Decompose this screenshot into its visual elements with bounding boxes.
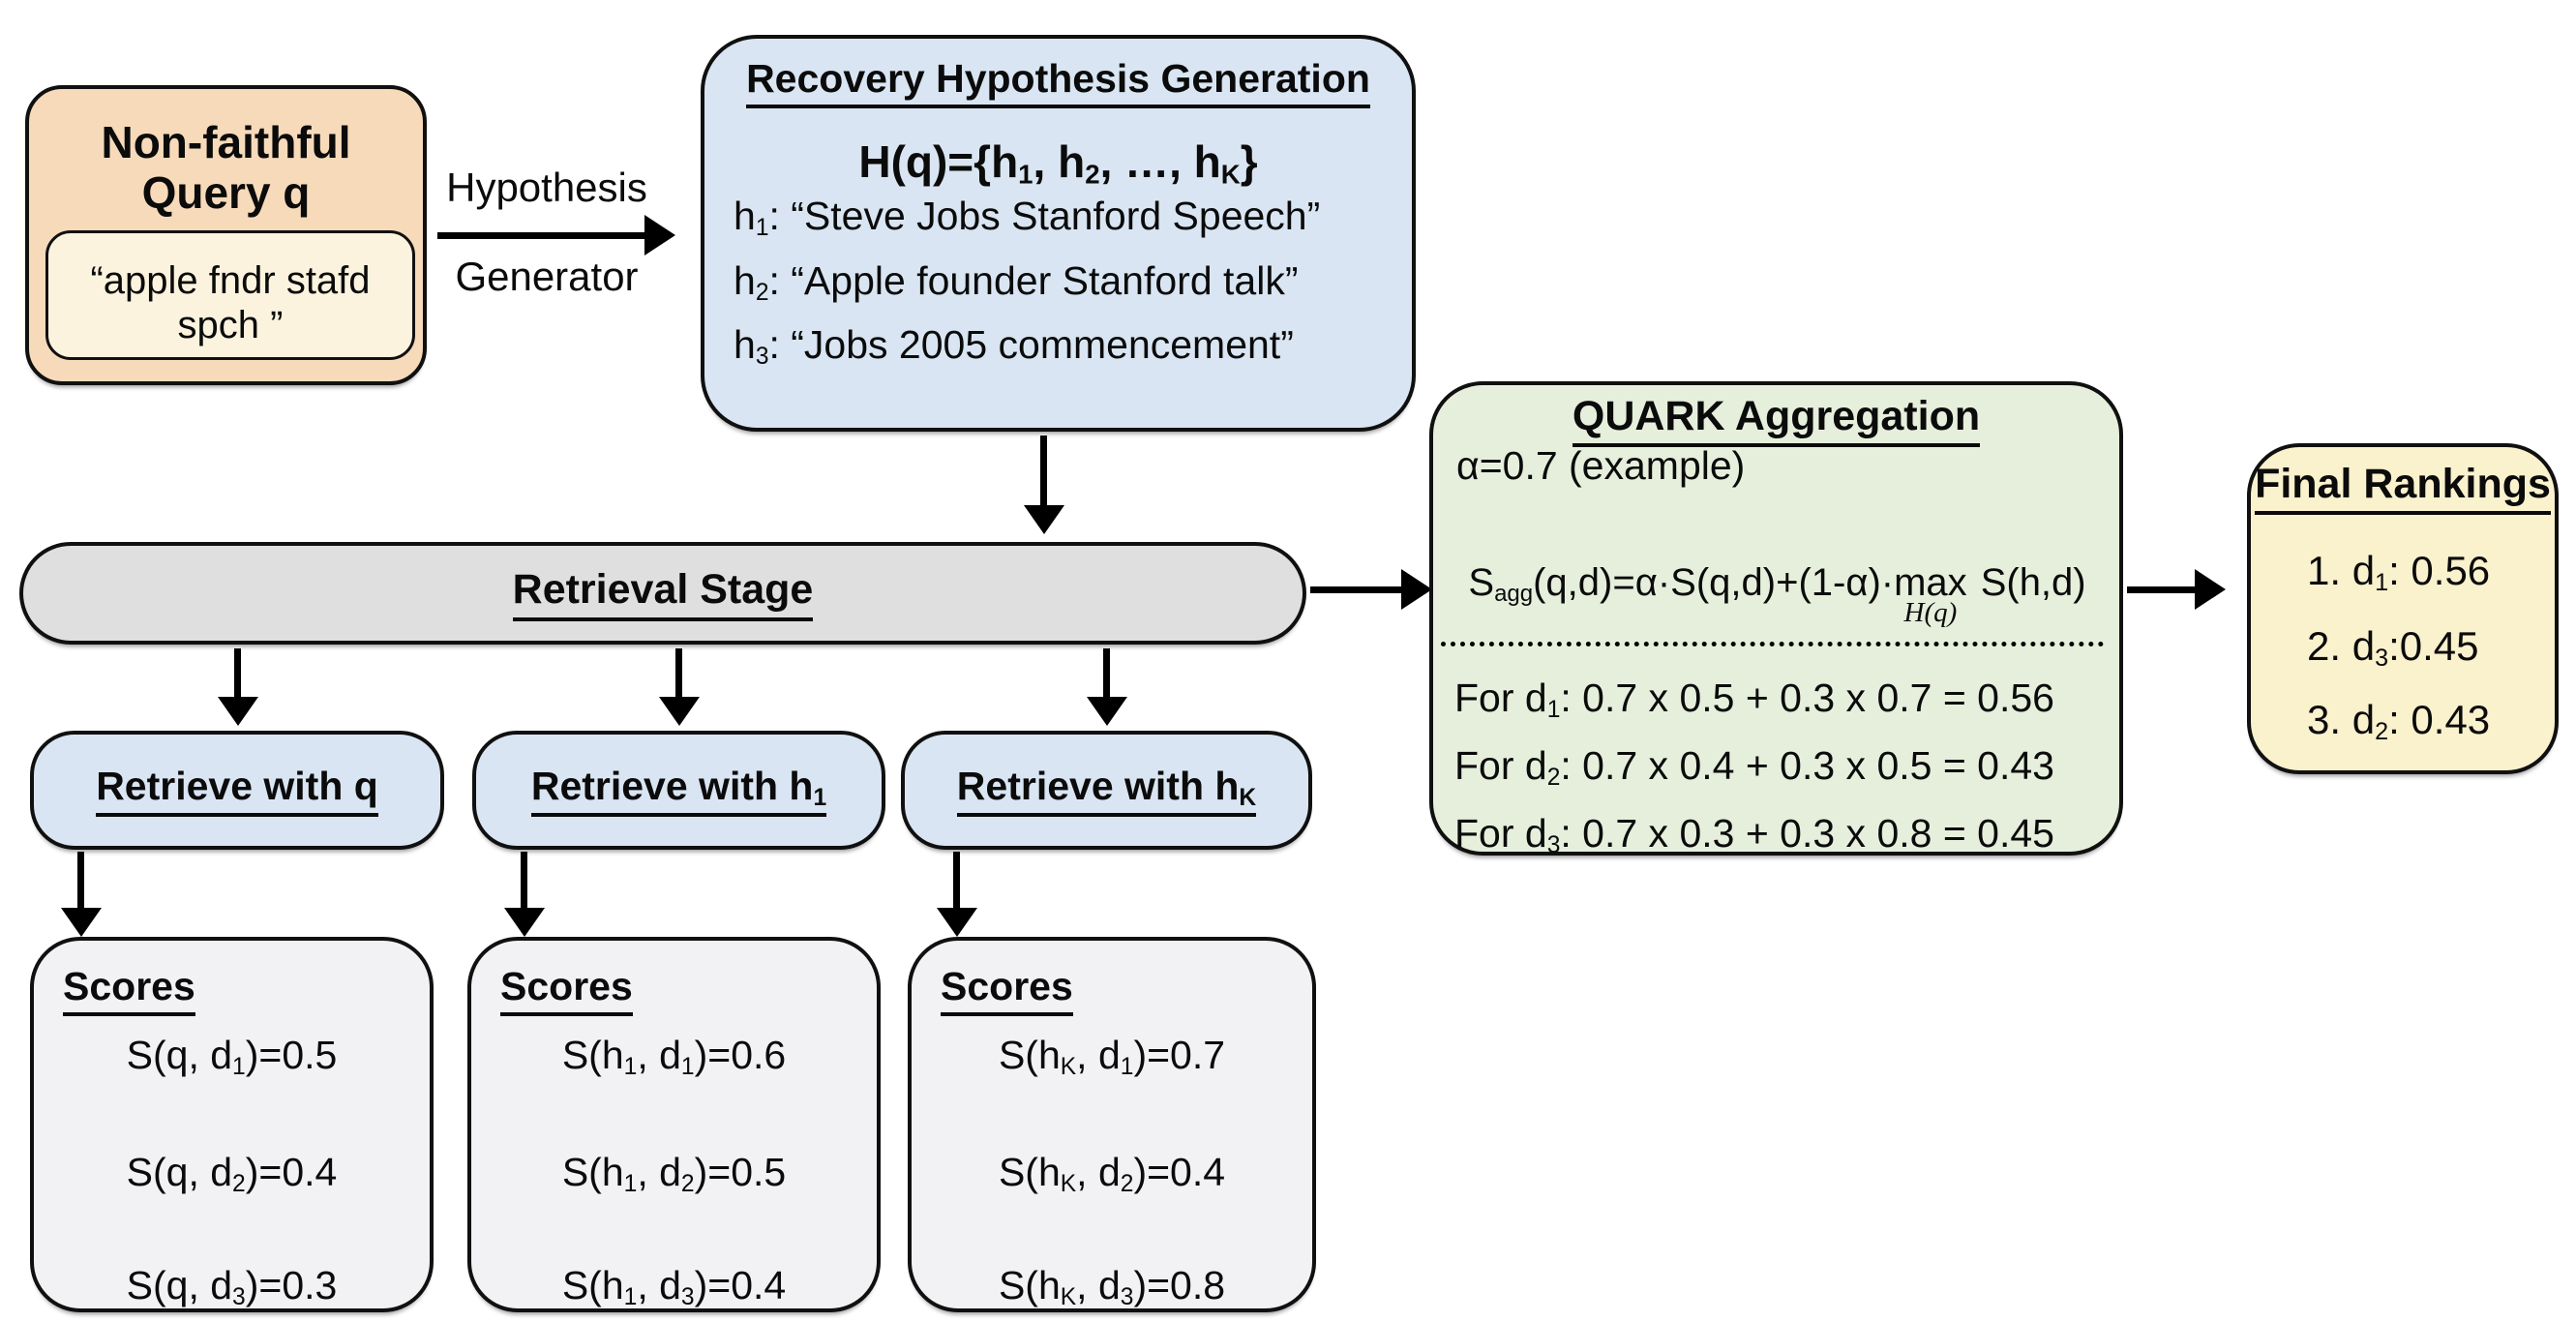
- retrieval-stage-bar: Retrieval Stage: [19, 542, 1306, 645]
- score-line: S(q, d3)=0.3: [126, 1263, 338, 1310]
- recovery-hypothesis-title: Recovery Hypothesis Generation: [704, 56, 1412, 108]
- retrieve3-to-scores-arrow-stem: [953, 852, 960, 908]
- retrieve3-to-scores-arrow-head: [937, 908, 977, 937]
- quark-formula-post: S(h,d): [1980, 561, 2086, 604]
- bar-to-retrieve2-arrow-stem: [675, 648, 682, 701]
- retrieve1-to-scores-arrow-stem: [77, 852, 84, 908]
- hypothesis-item-2: h2: “Apple founder Stanford talk”: [734, 258, 1299, 306]
- retrieve-with-q-box: Retrieve with q: [30, 731, 444, 850]
- score-line: S(q, d1)=0.5: [126, 1033, 338, 1080]
- score-line: S(h1, d1)=0.6: [561, 1033, 787, 1080]
- quark-to-final-arrow-stem: [2127, 586, 2199, 593]
- scores-title: Scores: [941, 964, 1073, 1016]
- scores-title: Scores: [63, 964, 195, 1016]
- retrieve2-to-scores-arrow-head: [504, 908, 545, 937]
- score-line: S(hK, d2)=0.4: [998, 1150, 1226, 1197]
- final-rank-1: 1. d1: 0.56: [2307, 548, 2491, 597]
- scores-box-q: Scores S(q, d1)=0.5 S(q, d2)=0.4 S(q, d3…: [30, 937, 434, 1312]
- bar-to-quark-arrow-head: [1401, 569, 1432, 610]
- retrieve-with-hk-label: Retrieve with hK: [956, 764, 1257, 817]
- bar-to-retrieve1-arrow-stem: [234, 648, 241, 701]
- hypothesis-arrow-label-top: Hypothesis: [446, 165, 647, 210]
- quark-max-underscript: H(q): [1903, 597, 1958, 628]
- bar-to-retrieve1-arrow-head: [218, 697, 258, 726]
- hypothesis-arrow-label-bottom: Generator: [455, 254, 639, 299]
- recovery-hypothesis-box: Recovery Hypothesis Generation H(q)={h1,…: [701, 35, 1416, 432]
- final-rankings-title: Final Rankings: [2251, 461, 2555, 515]
- quark-formula-pre: Sagg(q,d)=α·S(q,d)+(1-α)·: [1468, 561, 1895, 607]
- retrieve-with-hk-box: Retrieve with hK: [901, 731, 1312, 850]
- quark-aggregation-box: QUARK Aggregation α=0.7 (example) Sagg(q…: [1429, 381, 2123, 858]
- bar-to-retrieve2-arrow-head: [659, 697, 700, 726]
- retrieve-with-q-label: Retrieve with q: [96, 764, 378, 817]
- query-box-title: Non-faithful Query q: [101, 117, 351, 218]
- bar-to-retrieve3-arrow-stem: [1103, 648, 1110, 701]
- hypothesis-item-3: h3: “Jobs 2005 commencement”: [734, 322, 1294, 370]
- bar-to-retrieve3-arrow-head: [1087, 697, 1127, 726]
- score-line: S(h1, d3)=0.4: [561, 1263, 787, 1310]
- quark-example-d2: For d2: 0.7 x 0.4 + 0.3 x 0.5 = 0.43: [1454, 743, 2054, 791]
- quark-example-d3: For d3: 0.7 x 0.3 + 0.3 x 0.8 = 0.45: [1454, 811, 2054, 858]
- scores-title: Scores: [500, 964, 633, 1016]
- final-rank-2: 2. d3:0.45: [2307, 623, 2479, 673]
- quark-alpha-line: α=0.7 (example): [1456, 443, 1746, 488]
- hypbox-to-bar-arrow-stem: [1040, 436, 1047, 505]
- retrieve1-to-scores-arrow-head: [61, 908, 102, 937]
- retrieval-stage-label: Retrieval Stage: [512, 566, 814, 621]
- hypothesis-set-formula: H(q)={h1, h2, …, hK}: [858, 136, 1258, 190]
- score-line: S(q, d2)=0.4: [126, 1150, 338, 1197]
- query-text-box: “apple fndr stafd spch ”: [45, 230, 415, 360]
- final-rank-3: 3. d2: 0.43: [2307, 697, 2491, 746]
- hypothesis-arrow-head: [644, 215, 675, 255]
- hypothesis-arrow-stem: [437, 232, 646, 239]
- retrieve-with-h1-box: Retrieve with h1: [472, 731, 885, 850]
- final-rankings-box: Final Rankings 1. d1: 0.56 2. d3:0.45 3.…: [2247, 443, 2559, 774]
- retrieve2-to-scores-arrow-stem: [521, 852, 527, 908]
- scores-box-h1: Scores S(h1, d1)=0.6 S(h1, d2)=0.5 S(h1,…: [467, 937, 881, 1312]
- score-line: S(hK, d1)=0.7: [998, 1033, 1226, 1080]
- score-line: S(hK, d3)=0.8: [998, 1263, 1226, 1310]
- retrieve-with-h1-label: Retrieve with h1: [530, 764, 827, 817]
- quark-example-d1: For d1: 0.7 x 0.5 + 0.3 x 0.7 = 0.56: [1454, 676, 2054, 723]
- hypothesis-item-1: h1: “Steve Jobs Stanford Speech”: [734, 194, 1321, 241]
- quark-divider: [1441, 642, 2104, 646]
- non-faithful-query-box: Non-faithful Query q “apple fndr stafd s…: [25, 85, 427, 385]
- query-text: “apple fndr stafd spch ”: [90, 259, 371, 346]
- quark-to-final-arrow-head: [2195, 569, 2226, 610]
- score-line: S(h1, d2)=0.5: [561, 1150, 787, 1197]
- bar-to-quark-arrow-stem: [1310, 586, 1405, 593]
- scores-box-hk: Scores S(hK, d1)=0.7 S(hK, d2)=0.4 S(hK,…: [908, 937, 1316, 1312]
- quark-title: QUARK Aggregation: [1433, 393, 2119, 447]
- hypbox-to-bar-arrow-head: [1024, 505, 1064, 534]
